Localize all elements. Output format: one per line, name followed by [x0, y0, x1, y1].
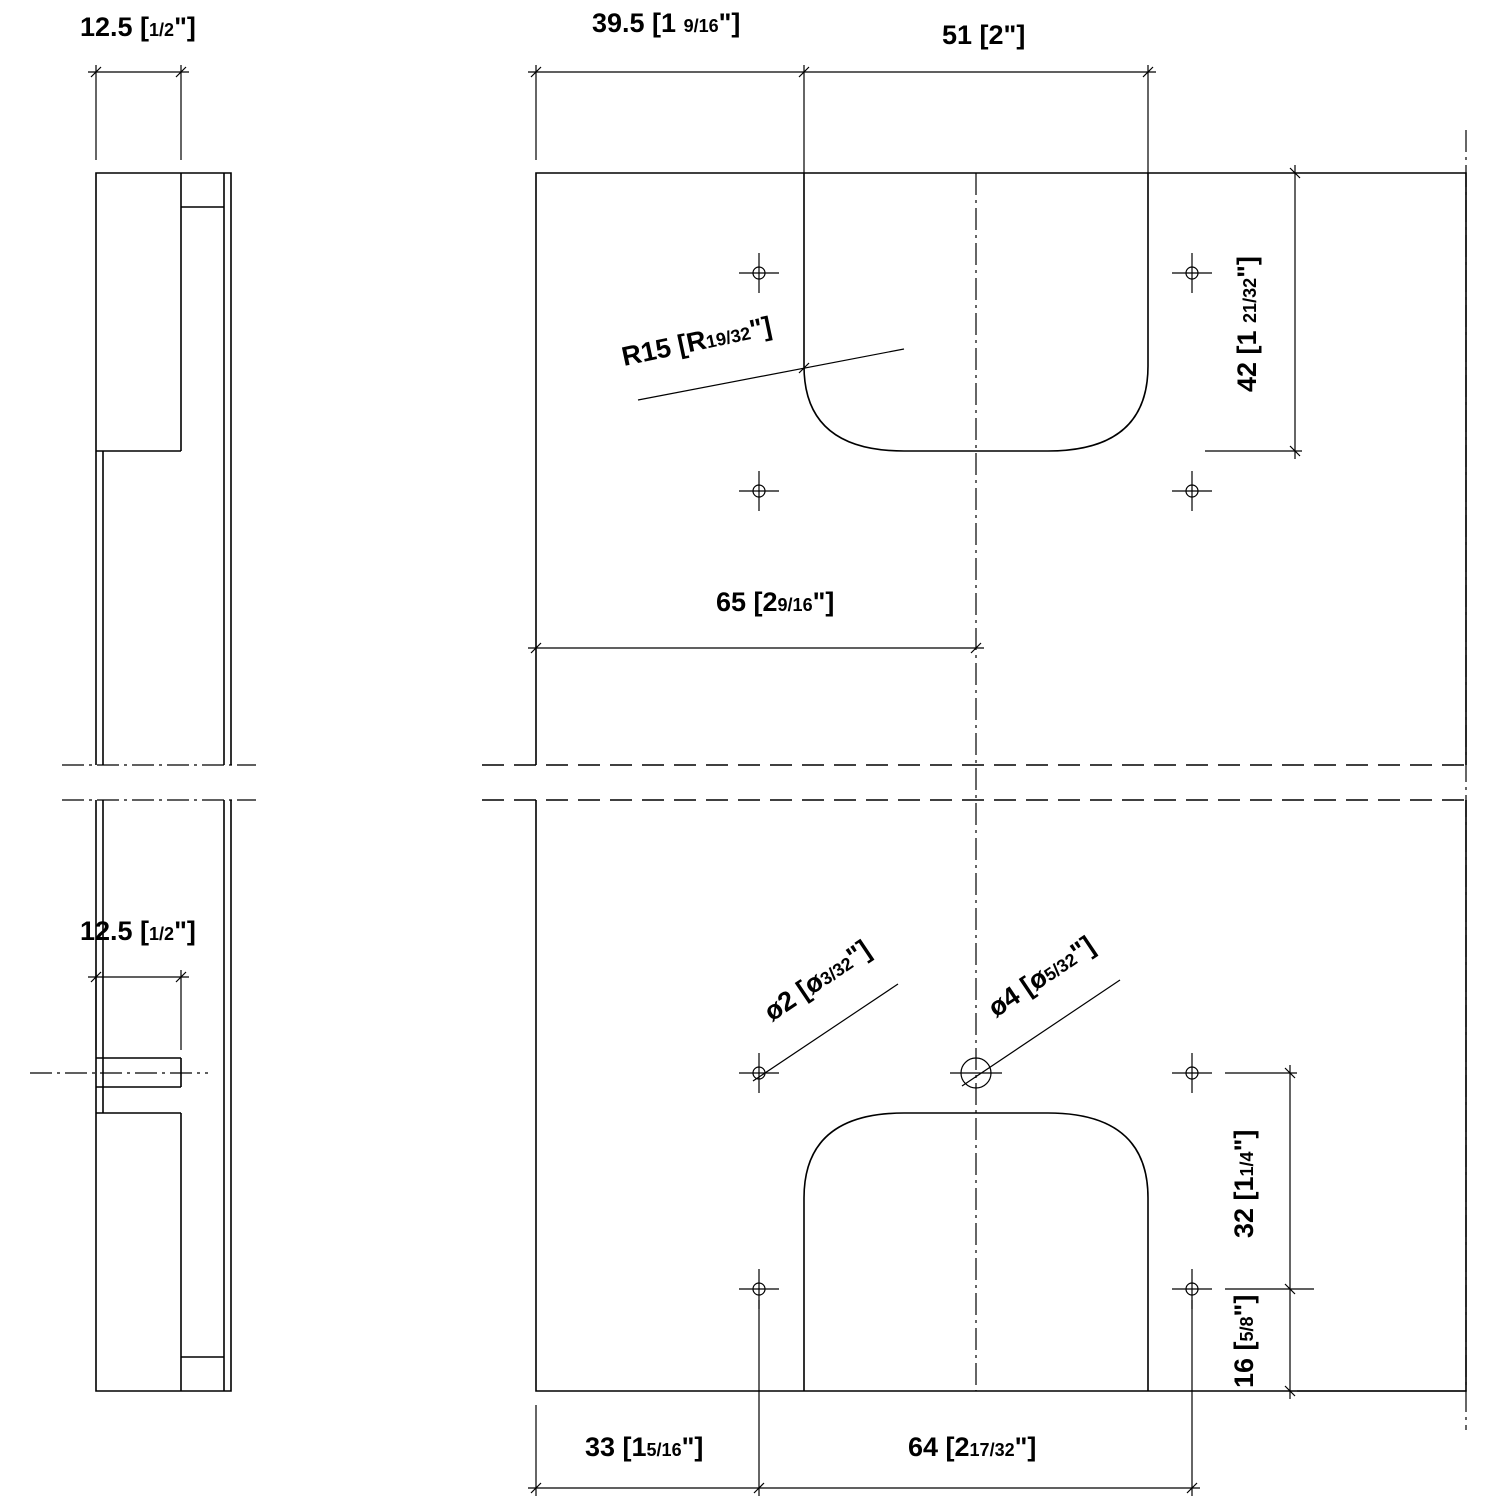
svg-text:42 [1 21/32"]: 42 [1 21/32"] — [1232, 256, 1262, 392]
hole-mark — [1172, 471, 1212, 511]
side-view-top-outline — [95, 172, 232, 765]
svg-text:ø2 [ø3/32"]: ø2 [ø3/32"] — [759, 934, 876, 1027]
side-view — [30, 172, 256, 1392]
dim-side-width-bottom: 12.5 [1/2"] — [80, 916, 196, 1050]
dim-label: 64 [2 — [908, 1432, 970, 1462]
svg-text:65 [29/16"]: 65 [29/16"] — [716, 587, 834, 617]
dim-label: 51 [2"] — [942, 20, 1025, 50]
svg-text:39.5 [1 9/16"]: 39.5 [1 9/16"] — [592, 8, 740, 38]
svg-text:R15 [R19/32"]: R15 [R19/32"] — [619, 311, 774, 372]
dim-label: 12.5 [ — [80, 916, 149, 946]
dim-label: 39.5 [1 — [592, 8, 684, 38]
dim-vertical-chain: 32 [11/4"] 16 [5/8"] — [1225, 1065, 1466, 1399]
dim-large-hole: ø4 [ø5/32"] — [961, 930, 1121, 1087]
svg-text:16 [5/8"]: 16 [5/8"] — [1229, 1295, 1259, 1388]
front-view-top-outline — [535, 172, 1467, 765]
svg-text:12.5 [1/2"]: 12.5 [1/2"] — [80, 916, 196, 946]
dim-top-chain: 39.5 [1 9/16"] 51 [2"] — [528, 8, 1156, 173]
hole-mark — [1172, 253, 1212, 293]
dim-side-width-top: 12.5 [1/2"] — [80, 12, 196, 160]
dim-center-offset: 65 [29/16"] — [528, 587, 984, 654]
dim-label: 33 [1 — [585, 1432, 647, 1462]
svg-text:ø4 [ø5/32"]: ø4 [ø5/32"] — [983, 930, 1100, 1023]
dim-corner-radius: R15 [R19/32"] — [619, 311, 905, 401]
dim-small-hole: ø2 [ø3/32"] — [752, 934, 899, 1082]
dim-label: 42 [1 — [1232, 323, 1262, 392]
svg-text:64 [217/32"]: 64 [217/32"] — [908, 1432, 1036, 1462]
front-view — [482, 130, 1467, 1430]
svg-text:32 [11/4"]: 32 [11/4"] — [1229, 1130, 1259, 1238]
hole-mark — [739, 471, 779, 511]
dim-label: R15 [R — [619, 325, 709, 372]
dim-slot-depth: 42 [1 21/32"] — [1205, 165, 1302, 459]
top-slot-cutout — [803, 173, 1149, 452]
hole-mark — [739, 253, 779, 293]
svg-text:12.5 [1/2"]: 12.5 [1/2"] — [80, 12, 196, 42]
hole-mark — [1172, 1053, 1212, 1093]
hole-mark — [739, 1053, 779, 1093]
dim-label: 32 [1 — [1229, 1176, 1259, 1238]
front-view-bottom-outline — [535, 800, 1467, 1392]
dim-label: 12.5 [ — [80, 12, 149, 42]
svg-text:33 [15/16"]: 33 [15/16"] — [585, 1432, 703, 1462]
dim-label: 65 [2 — [716, 587, 778, 617]
hole-mark-large — [950, 1057, 1002, 1089]
dim-bottom-chain: 33 [15/16"] 64 [217/32"] — [528, 1300, 1200, 1496]
dim-label: 16 [ — [1229, 1341, 1259, 1388]
side-view-bottom-outline — [95, 800, 232, 1392]
